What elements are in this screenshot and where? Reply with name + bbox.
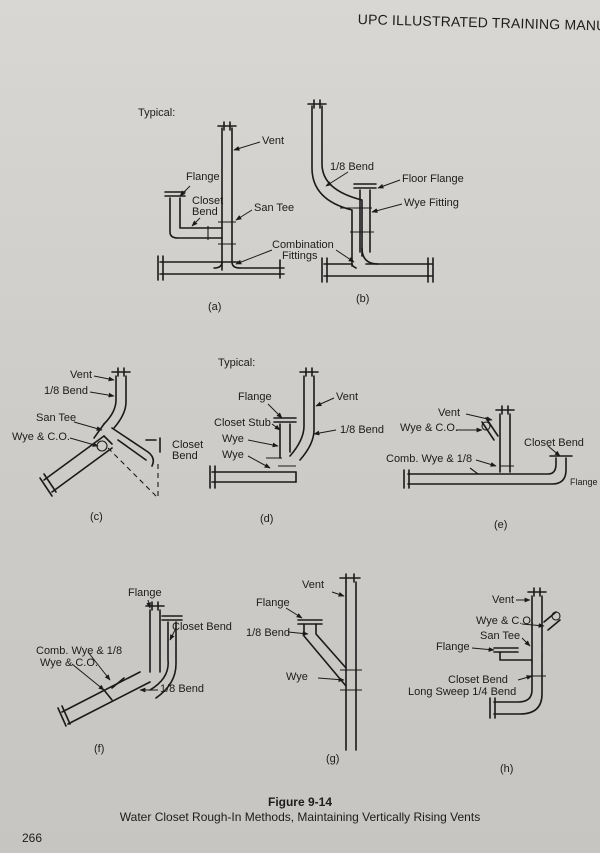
- panel-h-label-closet-bend: Closet Bend: [448, 674, 508, 686]
- panel-g-label-vent: Vent: [302, 579, 325, 591]
- panel-b-label-1-8-bend: 1/8 Bend: [330, 161, 375, 173]
- panel-c-label-wye-co: Wye & C.O.: [12, 431, 70, 443]
- panel-c-label-bend: Bend: [172, 450, 198, 462]
- panel-e-sublabel: (e): [494, 519, 508, 531]
- panel-c-label-1-8-bend: 1/8 Bend: [44, 385, 89, 397]
- panel-c-label-vent: Vent: [70, 369, 93, 381]
- figure-number: Figure 9-14: [267, 795, 333, 809]
- callout-arrows: [69, 141, 561, 693]
- panel-h-label-wye-co: Wye & C.O.: [476, 615, 534, 627]
- panel-e-label-wye-co: Wye & C.O.: [400, 422, 458, 434]
- panel-g-diagram: [297, 573, 362, 751]
- panel-e-label-vent: Vent: [438, 407, 461, 419]
- panel-d-diagram: [209, 367, 319, 489]
- panel-b-label-wye-fitting: Wye Fitting: [404, 197, 459, 209]
- panel-b-label-floor-flange: Floor Flange: [402, 173, 464, 185]
- panel-h-diagram: [489, 587, 561, 719]
- panel-c-sublabel: (c): [90, 511, 103, 523]
- panel-h-label-san-tee: San Tee: [480, 630, 521, 642]
- panel-a-label-closet: Closet: [192, 195, 224, 207]
- panel-a-heading: Typical:: [138, 107, 176, 119]
- panel-f-label-1-8-bend: 1/8 Bend: [160, 683, 205, 695]
- panel-g-sublabel: (g): [326, 753, 340, 765]
- page-number: 266: [22, 831, 43, 845]
- panel-d-label-1-8-bend: 1/8 Bend: [340, 424, 385, 436]
- panel-e-label-closet-bend: Closet Bend: [524, 437, 584, 449]
- panel-e-label-comb-wye: Comb. Wye & 1/8: [386, 453, 473, 465]
- panel-g-label-wye: Wye: [286, 671, 308, 683]
- panel-d-label-flange: Flange: [238, 391, 272, 403]
- panel-d-heading: Typical:: [218, 357, 256, 369]
- panel-f-label-comb-wye: Comb. Wye & 1/8: [36, 645, 123, 657]
- panel-d-sublabel: (d): [260, 513, 274, 525]
- panel-f-label-flange: Flange: [128, 587, 162, 599]
- panel-b-diagram: [307, 99, 434, 283]
- panel-d-label-closet-stub: Closet Stub: [214, 417, 271, 429]
- panel-d-label-wye-upper: Wye: [222, 433, 244, 445]
- panel-f-label-closet-bend: Closet Bend: [172, 621, 232, 633]
- label-fittings: Fittings: [282, 250, 318, 262]
- panel-h-label-flange: Flange: [436, 641, 470, 653]
- panel-e-diagram: [403, 405, 573, 489]
- panel-c-label-closet: Closet: [172, 439, 204, 451]
- panel-e-label-flange: Flange: [570, 477, 598, 487]
- label-combination: Combination: [272, 239, 334, 251]
- panel-f-label-wye-co: Wye & C.O.: [40, 657, 98, 669]
- panel-h-label-vent: Vent: [492, 594, 515, 606]
- panel-a-label-san-tee: San Tee: [254, 202, 295, 214]
- figure-caption: Water Closet Rough-In Methods, Maintaini…: [119, 810, 481, 824]
- panel-a-sublabel: (a): [208, 301, 222, 313]
- panel-f-sublabel: (f): [94, 743, 105, 755]
- panel-g-label-flange: Flange: [256, 597, 290, 609]
- panel-f-diagram: [57, 601, 183, 727]
- panel-d-label-wye-lower: Wye: [222, 449, 244, 461]
- panel-d-label-vent: Vent: [336, 391, 359, 403]
- panel-a-label-vent: Vent: [262, 135, 285, 147]
- panel-h-label-long-sweep: Long Sweep 1/4 Bend: [408, 686, 517, 698]
- panel-b-sublabel: (b): [356, 293, 370, 305]
- panel-g-label-1-8-bend: 1/8 Bend: [246, 627, 291, 639]
- panel-a-diagram: [157, 121, 285, 281]
- panel-c-label-san-tee: San Tee: [36, 412, 77, 424]
- panel-a-label-flange: Flange: [186, 171, 220, 183]
- panel-a-label-bend: Bend: [192, 206, 218, 218]
- panel-h-sublabel: (h): [500, 763, 514, 775]
